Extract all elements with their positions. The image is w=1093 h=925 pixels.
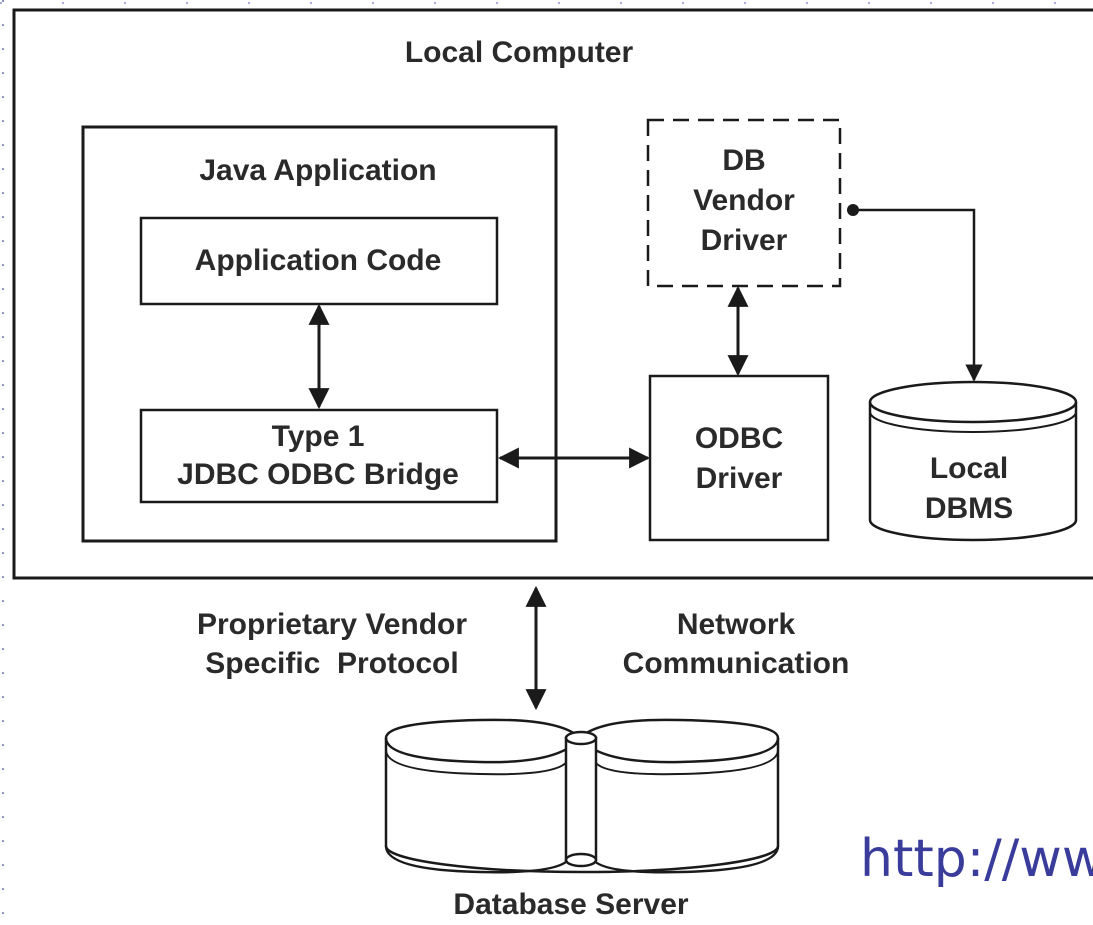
network-label-line2: Communication: [623, 647, 850, 680]
database-server-label: Database Server: [453, 888, 688, 921]
local-dbms-cylinder: [868, 380, 1078, 542]
application-code-label: Application Code: [195, 244, 442, 277]
odbc-driver-line2: Driver: [696, 462, 783, 495]
db-vendor-driver-line3: Driver: [701, 224, 788, 257]
protocol-label-line1: Proprietary Vendor: [197, 608, 467, 641]
protocol-label-line2: Specific Protocol: [205, 647, 458, 680]
db-vendor-driver-line2: Vendor: [693, 184, 795, 217]
db-vendor-driver-line1: DB: [722, 144, 765, 177]
odbc-driver-line1: ODBC: [695, 422, 783, 455]
bridge-label-line2: JDBC ODBC Bridge: [177, 458, 459, 491]
local-computer-label: Local Computer: [405, 36, 634, 69]
java-application-label: Java Application: [199, 154, 436, 187]
network-label-line1: Network: [677, 608, 796, 641]
vendor-dbms-connector: [853, 208, 983, 382]
jdbc-odbc-bridge-box: [139, 408, 499, 504]
local-dbms-line1: Local: [930, 452, 1008, 485]
bridge-label-line1: Type 1: [272, 420, 365, 453]
local-dbms-line2: DBMS: [925, 492, 1013, 525]
url-text: http://ww: [860, 829, 1093, 889]
odbc-driver-box: [648, 374, 830, 542]
database-server-cylinders: [384, 718, 780, 874]
